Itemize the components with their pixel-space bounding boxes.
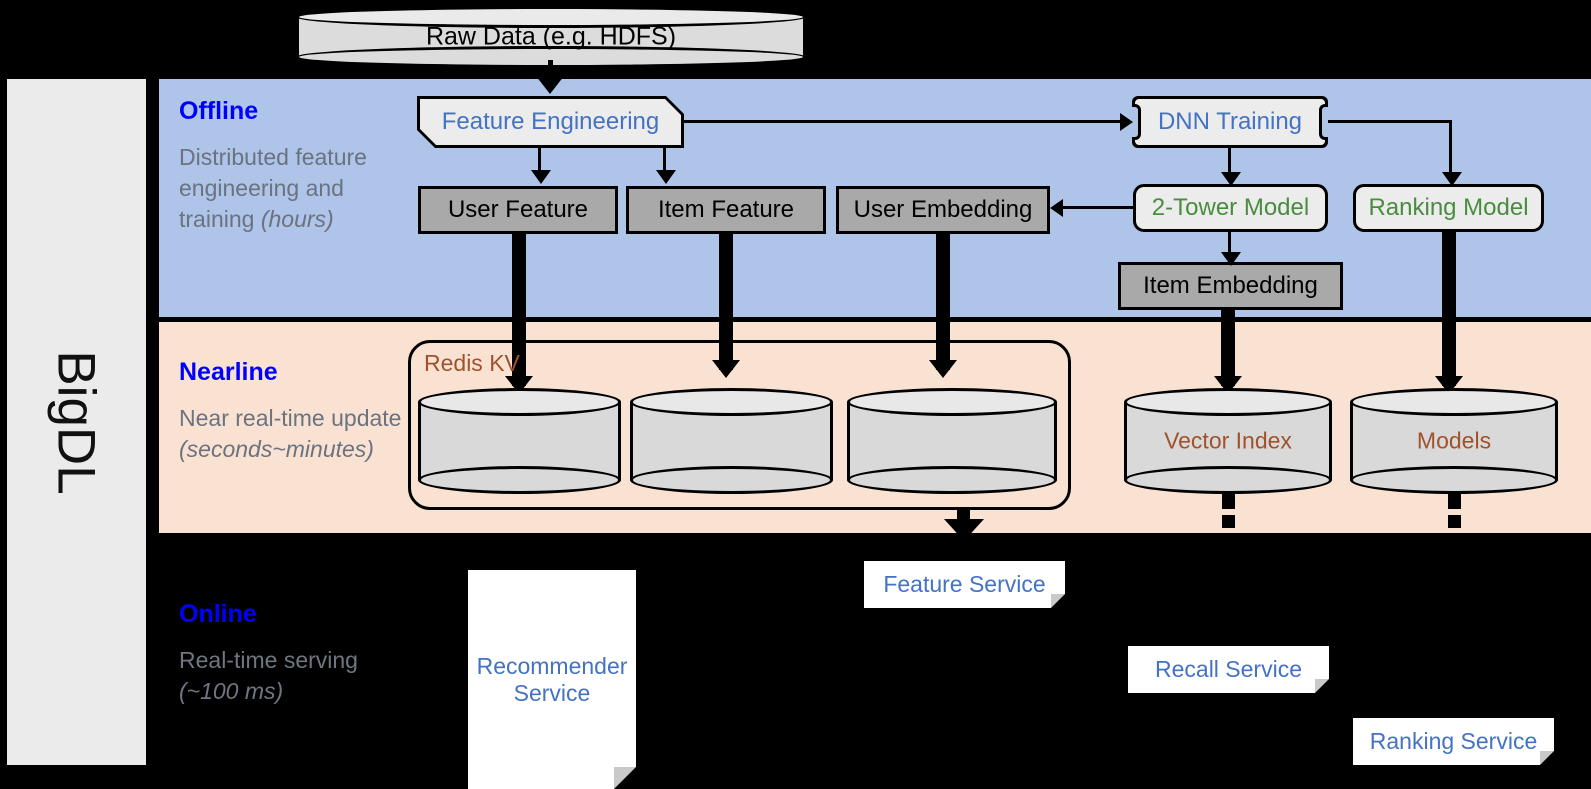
models-label: Models (1416, 427, 1492, 454)
dash-vectorindex-recall-1 (1222, 494, 1235, 509)
offline-title: Offline (179, 97, 259, 125)
feature-service-node[interactable]: Feature Service (864, 561, 1065, 608)
arrow-dnn-twotower-head (1221, 172, 1241, 186)
feature-engineering-label: Feature Engineering (441, 108, 660, 136)
arrow-rawdata-fe-head (536, 76, 564, 94)
item-embedding-label: Item Embedding (1143, 272, 1318, 300)
ranking-model-label: Ranking Model (1368, 194, 1529, 222)
two-tower-model-label: 2-Tower Model (1151, 194, 1310, 222)
pipe-itemfeature-store (719, 234, 733, 370)
ranking-model-node[interactable]: Ranking Model (1353, 184, 1544, 232)
vector-index-label: Vector Index (1164, 427, 1292, 454)
bigdl-sidebar: BigDL (7, 79, 146, 765)
raw-data-label: Raw Data (e.g. HDFS) (425, 22, 677, 51)
dash-redis-featureservice-head (944, 519, 984, 541)
ranking-service-node[interactable]: Ranking Service (1353, 718, 1554, 765)
arrow-twotower-userembedding-line (1062, 206, 1136, 209)
arrow-fe-dnn-line (684, 120, 1122, 123)
bigdl-label: BigDL (47, 349, 107, 495)
arrow-dnn-ranking-v (1449, 120, 1452, 176)
nearline-title: Nearline (179, 358, 278, 386)
page-fold-icon (1540, 751, 1554, 765)
feature-engineering-node[interactable]: Feature Engineering (417, 96, 684, 148)
pipe-userfeature-store (512, 234, 526, 386)
offline-desc-line-3: engineering and (179, 175, 344, 201)
arrow-dnn-ranking-h (1328, 120, 1452, 123)
arrow-fe-dnn-head (1120, 113, 1133, 131)
user-feature-label: User Feature (447, 196, 589, 224)
arrow-fe-itemfeature-head (656, 170, 676, 184)
raw-data-store[interactable]: Raw Data (e.g. HDFS) (296, 6, 806, 68)
dash-models-ranking-2 (1448, 515, 1461, 528)
online-desc-line-1: Real-time (179, 647, 278, 673)
recall-service-node[interactable]: Recall Service (1128, 646, 1329, 693)
pipe-userembedding-store (936, 234, 950, 370)
online-description: Real-time serving (~100 ms) (179, 645, 409, 707)
recommender-service-node[interactable]: Recommender Service (468, 570, 636, 789)
arrow-fe-userfeature-head (531, 170, 551, 184)
dnn-training-label: DNN Training (1157, 108, 1303, 136)
feature-service-label: Feature Service (883, 571, 1046, 598)
arrow-rawdata-fe-line (548, 60, 553, 82)
redis-kv-group (408, 340, 1071, 510)
nearline-description: Near real-time update (seconds~minutes) (179, 403, 429, 465)
dash-redis-featureservice-1 (957, 509, 970, 522)
recommender-service-label: Recommender Service (476, 653, 628, 706)
user-feature-store-cylinder[interactable] (418, 388, 621, 494)
ranking-service-label: Ranking Service (1369, 728, 1538, 755)
item-feature-node[interactable]: Item Feature (626, 186, 826, 234)
online-title: Online (179, 600, 257, 628)
nearline-desc-line-2: update (331, 405, 402, 431)
pipe-itemfeature-store-head (712, 360, 740, 378)
arrow-dnn-twotower-line (1228, 148, 1231, 176)
models-cylinder[interactable]: Models (1350, 388, 1558, 494)
dnn-left-notch (1132, 104, 1141, 140)
vector-index-cylinder[interactable]: Vector Index (1124, 388, 1332, 494)
page-fold-icon (1315, 679, 1329, 693)
page-fold-icon (1051, 594, 1065, 608)
item-embedding-node[interactable]: Item Embedding (1118, 262, 1343, 310)
offline-desc-line-4: training (hours) (179, 206, 334, 232)
user-embedding-node[interactable]: User Embedding (836, 186, 1050, 234)
dnn-training-node[interactable]: DNN Training (1132, 96, 1328, 148)
user-embedding-store-cylinder[interactable] (847, 388, 1057, 494)
pipe-rankingmodel-models (1442, 232, 1456, 386)
offline-desc-line-1: Distributed (179, 144, 289, 170)
pipe-itemembedding-vectorindex (1221, 310, 1235, 386)
dash-models-ranking-1 (1448, 494, 1461, 509)
recall-service-label: Recall Service (1155, 656, 1302, 683)
item-feature-label: Item Feature (657, 196, 795, 224)
online-desc-italic: (~100 ms) (179, 678, 284, 704)
nearline-desc-italic: (seconds~minutes) (179, 436, 374, 462)
dash-vectorindex-recall-2 (1222, 515, 1235, 528)
redis-kv-label: Redis KV (424, 350, 520, 376)
offline-description: Distributed feature engineering and trai… (179, 142, 409, 235)
nearline-desc-line-1: Near real-time (179, 405, 325, 431)
pipe-userembedding-store-head (929, 360, 957, 378)
two-tower-model-node[interactable]: 2-Tower Model (1133, 184, 1328, 232)
arrow-twotower-itemembedding-line (1228, 232, 1231, 258)
arrow-dnn-ranking-head (1442, 172, 1462, 186)
item-feature-store-cylinder[interactable] (630, 388, 833, 494)
arrow-twotower-itemembedding-head (1221, 252, 1241, 266)
user-feature-node[interactable]: User Feature (418, 186, 618, 234)
user-embedding-label: User Embedding (853, 196, 1033, 224)
page-fold-icon (614, 767, 636, 789)
dnn-right-notch (1319, 104, 1328, 140)
offline-desc-line-2: feature (295, 144, 367, 170)
offline-desc-italic: (hours) (260, 206, 334, 232)
arrow-fe-itemfeature-line (663, 148, 666, 174)
online-desc-line-2: serving (283, 647, 358, 673)
arrow-fe-userfeature-line (538, 148, 541, 174)
arrow-twotower-userembedding-head (1050, 199, 1063, 217)
